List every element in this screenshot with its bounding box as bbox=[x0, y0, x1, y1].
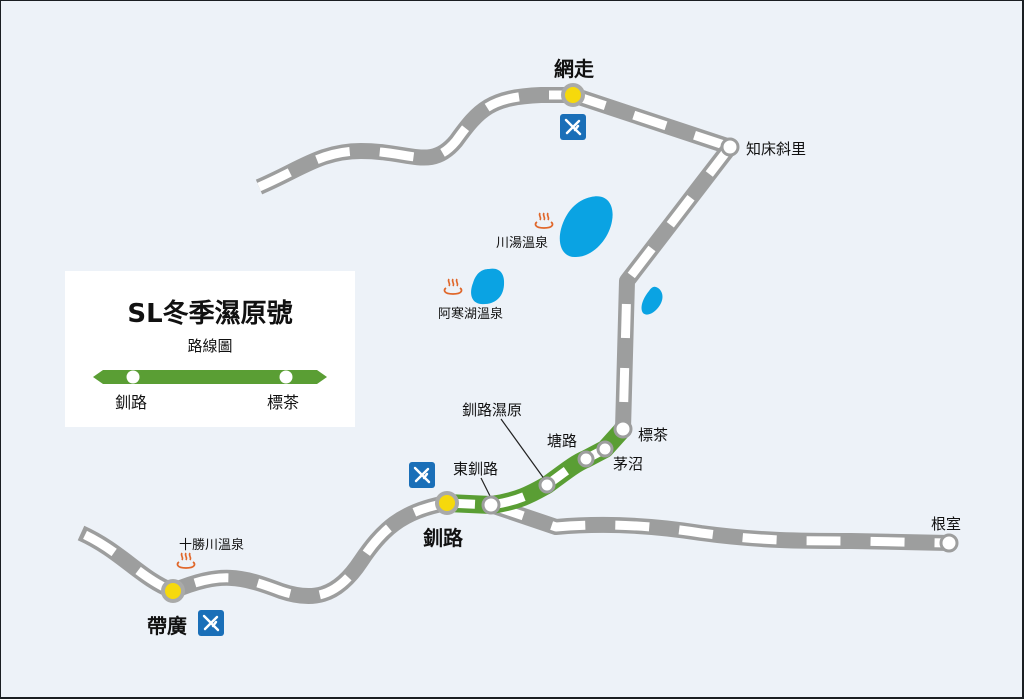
label-tokachigawa-onsen: 十勝川溫泉 bbox=[179, 538, 245, 553]
station-kushiro-shitsugen[interactable] bbox=[538, 476, 556, 494]
legend-stop-marker bbox=[126, 370, 140, 384]
airport-icon[interactable] bbox=[560, 114, 586, 140]
station-obihiro[interactable] bbox=[161, 579, 185, 603]
hot-spring-icon bbox=[176, 552, 196, 569]
label-kushiro-shitsugen: 釧路濕原 bbox=[462, 401, 523, 419]
label-abashiri: 網走 bbox=[554, 57, 594, 81]
label-shibecha: 標茶 bbox=[638, 426, 669, 444]
leader-line-higashi-kushiro bbox=[480, 477, 491, 497]
label-kawayu-onsen: 川湯溫泉 bbox=[496, 236, 549, 251]
legend-stop-shibecha: 標茶 bbox=[267, 393, 300, 412]
station-shibecha[interactable] bbox=[613, 419, 633, 439]
label-nemuro: 根室 bbox=[931, 515, 962, 533]
airport-icon[interactable] bbox=[409, 462, 435, 488]
track-senmo-south bbox=[615, 142, 737, 430]
legend-stop-marker bbox=[279, 370, 293, 384]
label-kayanuma: 茅沼 bbox=[613, 455, 644, 473]
station-higashi-kushiro[interactable] bbox=[481, 495, 501, 515]
airplane-icon bbox=[413, 466, 431, 484]
label-higashi-kushiro: 東釧路 bbox=[453, 460, 499, 478]
hot-spring-icon bbox=[443, 278, 463, 295]
legend-box: SL冬季濕原號 路線圖 釧路 標茶 bbox=[65, 271, 355, 427]
airplane-icon bbox=[564, 118, 582, 136]
airplane-icon bbox=[202, 614, 220, 632]
station-kayanuma[interactable] bbox=[596, 440, 614, 458]
airport-icon[interactable] bbox=[198, 610, 224, 636]
label-shiretoko-shari: 知床斜里 bbox=[746, 140, 807, 158]
hot-spring-icon bbox=[534, 212, 554, 229]
legend-subtitle: 路線圖 bbox=[187, 337, 233, 355]
station-toro[interactable] bbox=[577, 450, 595, 468]
label-kushiro: 釧路 bbox=[423, 526, 463, 550]
station-kushiro[interactable] bbox=[435, 491, 459, 515]
track-sekihoku bbox=[255, 87, 573, 195]
leader-line-kushiro-shitsugen bbox=[500, 418, 546, 481]
lake-kussharo bbox=[559, 196, 613, 258]
label-akanko-onsen: 阿寒湖溫泉 bbox=[438, 307, 504, 322]
legend-line bbox=[93, 370, 327, 384]
lake-akan bbox=[471, 268, 505, 305]
label-toro: 塘路 bbox=[547, 432, 578, 450]
label-obihiro: 帶廣 bbox=[147, 614, 187, 638]
station-nemuro[interactable] bbox=[939, 533, 959, 553]
legend-stop-kushiro: 釧路 bbox=[115, 393, 148, 412]
legend-title: SL冬季濕原號 bbox=[127, 299, 293, 329]
lake-mashu bbox=[641, 286, 663, 315]
station-shiretoko-shari[interactable] bbox=[720, 137, 740, 157]
station-abashiri[interactable] bbox=[561, 83, 585, 107]
